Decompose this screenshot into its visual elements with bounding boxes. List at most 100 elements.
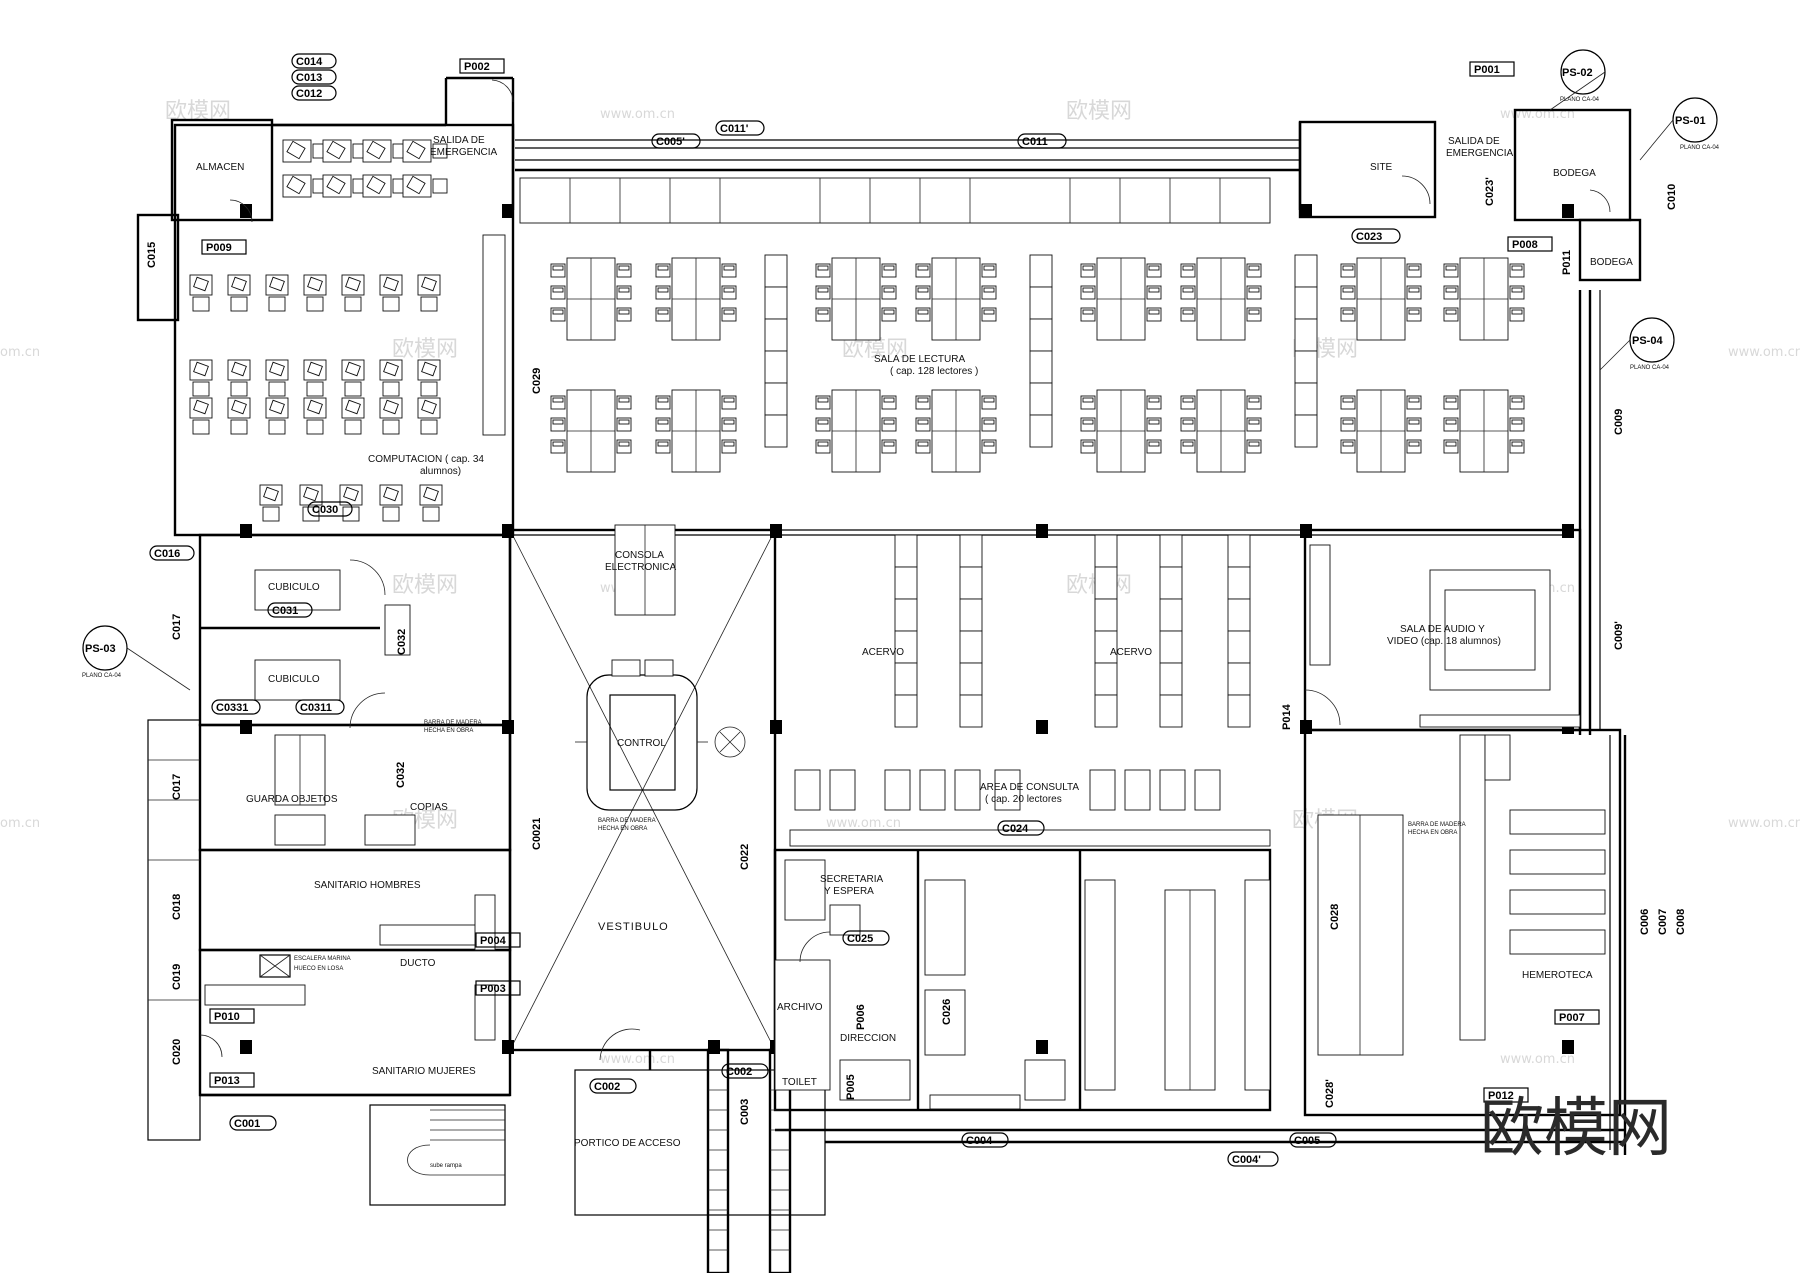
- control-desk: [575, 524, 746, 811]
- label-consola-2: ELECTRONICA: [605, 562, 676, 573]
- label-sanitario-hombres: SANITARIO HOMBRES: [314, 880, 421, 891]
- stair-treads: [407, 1069, 790, 1251]
- svg-text:P007: P007: [1559, 1012, 1585, 1024]
- svg-text:P008: P008: [1512, 239, 1538, 251]
- label-escalera-1: ESCALERA MARINA: [294, 956, 351, 962]
- svg-text:P005: P005: [845, 1074, 857, 1100]
- label-barra-6: HECHA EN OBRA: [1408, 830, 1457, 836]
- label-acervo-2: ACERVO: [1110, 647, 1152, 658]
- label-guarda-objetos: GUARDA OBJETOS: [246, 794, 338, 805]
- callout-tags: C014 C013 C012 P002 P001 P009 P008 C015 …: [146, 53, 1687, 1167]
- label-salida-1: SALIDA DE: [433, 135, 485, 146]
- svg-text:www.om.cn: www.om.cn: [1500, 1052, 1575, 1067]
- label-area-consulta-1: AREA DE CONSULTA: [980, 782, 1079, 793]
- svg-text:C030: C030: [312, 504, 338, 516]
- svg-text:C011: C011: [1022, 136, 1048, 148]
- acervo-shelves: [894, 534, 1251, 728]
- svg-text:C032: C032: [396, 629, 408, 655]
- label-bodega-1: BODEGA: [1553, 168, 1596, 179]
- room-labels: ALMACEN SALIDA DE EMERGENCIA COMPUTACION…: [196, 135, 1633, 1169]
- label-barra-5: BARRA DE MADERA: [1408, 822, 1466, 828]
- svg-text:C022: C022: [739, 844, 751, 870]
- brand-logo: 欧模网: [1480, 1092, 1672, 1166]
- svg-text:P004: P004: [480, 935, 507, 947]
- label-computacion-2: alumnos): [420, 466, 461, 477]
- svg-text:C016: C016: [154, 548, 180, 560]
- svg-text:C013: C013: [296, 72, 322, 84]
- svg-text:P013: P013: [214, 1075, 240, 1087]
- svg-text:C010: C010: [1666, 184, 1678, 210]
- svg-text:PLANO CA-04: PLANO CA-04: [1560, 97, 1600, 103]
- door-swings: [199, 79, 1611, 1061]
- svg-text:C008: C008: [1675, 909, 1687, 935]
- label-sala-audio-1: SALA DE AUDIO Y: [1400, 624, 1485, 635]
- svg-text:www.om.cn: www.om.cn: [826, 816, 901, 831]
- label-barra-1: BARRA DE MADERA: [424, 720, 482, 726]
- svg-text:C009': C009': [1613, 621, 1625, 650]
- svg-text:P006: P006: [855, 1004, 867, 1030]
- label-secretaria-2: Y ESPERA: [824, 886, 874, 897]
- cubicle-furniture: [254, 569, 416, 846]
- label-sala-audio-2: VIDEO (cap. 18 alumnos): [1387, 636, 1501, 647]
- hemeroteca-furniture: [1317, 734, 1606, 1056]
- svg-text:PLANO CA-04: PLANO CA-04: [1680, 145, 1720, 151]
- svg-text:www.om.cn: www.om.cn: [600, 107, 675, 122]
- svg-text:C001: C001: [234, 1118, 260, 1130]
- worktables: [1084, 879, 1271, 1091]
- label-sala-lectura-1: SALA DE LECTURA: [874, 354, 965, 365]
- svg-text:C029: C029: [531, 368, 543, 394]
- svg-text:C020: C020: [171, 1039, 183, 1065]
- svg-text:欧模网: 欧模网: [842, 337, 908, 362]
- svg-text:C004': C004': [1232, 1154, 1261, 1166]
- label-cubiculo-2: CUBICULO: [268, 674, 320, 685]
- svg-text:C023': C023': [1484, 177, 1496, 206]
- svg-text:欧模网: 欧模网: [392, 337, 458, 362]
- label-salida-4: EMERGENCIA: [1446, 148, 1514, 159]
- svg-text:C018: C018: [171, 894, 183, 920]
- svg-text:C026: C026: [941, 999, 953, 1025]
- label-copias: COPIAS: [410, 802, 448, 813]
- svg-text:C028: C028: [1329, 904, 1341, 930]
- svg-text:C009: C009: [1613, 409, 1625, 435]
- label-cubiculo-1: CUBICULO: [268, 582, 320, 593]
- svg-text:C024: C024: [1002, 823, 1029, 835]
- svg-text:PS-04: PS-04: [1632, 335, 1663, 347]
- svg-text:C017: C017: [171, 774, 183, 800]
- section-markers: PS-02 PLANO CA-04 PS-01 PLANO CA-04 PS-0…: [82, 49, 1720, 691]
- svg-text:P010: P010: [214, 1011, 240, 1023]
- svg-text:P002: P002: [464, 61, 490, 73]
- svg-text:PS-01: PS-01: [1675, 115, 1706, 127]
- label-barra-2: HECHA EN OBRA: [424, 728, 473, 734]
- svg-text:C023: C023: [1356, 231, 1382, 243]
- svg-text:C006: C006: [1639, 909, 1651, 935]
- svg-text:C017: C017: [171, 614, 183, 640]
- consulta-tables: [789, 769, 1271, 847]
- label-vestibulo: VESTIBULO: [598, 921, 669, 933]
- svg-text:om.cn: om.cn: [0, 816, 40, 831]
- svg-text:P009: P009: [206, 242, 232, 254]
- audio-video-furniture: [1309, 544, 1581, 728]
- svg-text:PS-03: PS-03: [85, 643, 116, 655]
- label-sube: sube rampa: [430, 1163, 462, 1169]
- svg-text:www.om.cn: www.om.cn: [600, 1052, 675, 1067]
- computer-room-desks: [189, 139, 506, 522]
- svg-text:PLANO CA-04: PLANO CA-04: [1630, 365, 1670, 371]
- svg-text:om.cn: om.cn: [0, 345, 40, 360]
- label-bodega-2: BODEGA: [1590, 257, 1633, 268]
- svg-text:P003: P003: [480, 983, 506, 995]
- label-sanitario-mujeres: SANITARIO MUJERES: [372, 1066, 476, 1077]
- svg-text:C0331: C0331: [216, 702, 248, 714]
- structural-columns: [240, 204, 1574, 1054]
- office-furniture: [774, 859, 1066, 1110]
- label-control: CONTROL: [617, 738, 666, 749]
- svg-text:C005: C005: [1294, 1135, 1320, 1147]
- label-toilet: TOILET: [782, 1077, 817, 1088]
- label-computacion-1: COMPUTACION ( cap. 34: [368, 454, 484, 465]
- label-secretaria-1: SECRETARIA: [820, 874, 883, 885]
- svg-text:P011: P011: [1561, 250, 1573, 275]
- svg-text:P014: P014: [1281, 703, 1293, 730]
- label-salida-2: EMERGENCIA: [430, 147, 498, 158]
- svg-text:www.om.cn: www.om.cn: [1728, 816, 1800, 831]
- svg-text:C019: C019: [171, 964, 183, 990]
- svg-text:C012: C012: [296, 88, 322, 100]
